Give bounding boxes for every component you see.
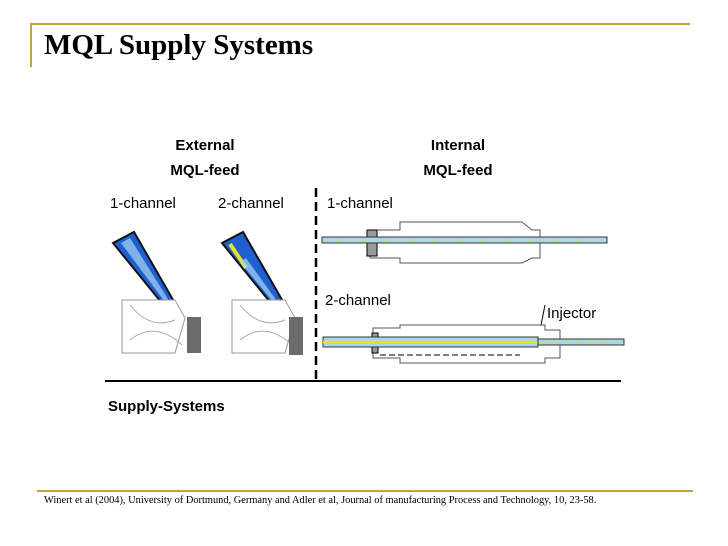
internal-2-channel-spindle (322, 324, 625, 364)
internal-heading-line2: MQL-feed (423, 162, 492, 179)
internal-1-channel-spindle (321, 221, 608, 264)
title-rule-left (30, 23, 32, 67)
external-1-channel-label: 1-channel (110, 195, 176, 212)
external-heading-line2: MQL-feed (170, 162, 239, 179)
external-2-channel-nozzle (220, 230, 303, 355)
internal-heading-line1: Internal (431, 137, 485, 154)
footer-citation: Winert et al (2004), University of Dortm… (44, 495, 597, 506)
workpiece (289, 317, 303, 355)
external-heading-line1: External (175, 137, 234, 154)
external-1-channel-nozzle (111, 230, 201, 354)
external-2-channel-label: 2-channel (218, 195, 284, 212)
injector-label: Injector (547, 305, 596, 322)
slide-title: MQL Supply Systems (44, 29, 314, 61)
workpiece (187, 317, 201, 353)
supply-systems-caption: Supply-Systems (108, 398, 225, 415)
internal-2-channel-label: 2-channel (325, 292, 391, 309)
internal-1-channel-label: 1-channel (327, 195, 393, 212)
footer-rule (37, 490, 693, 492)
title-rule (31, 23, 690, 25)
